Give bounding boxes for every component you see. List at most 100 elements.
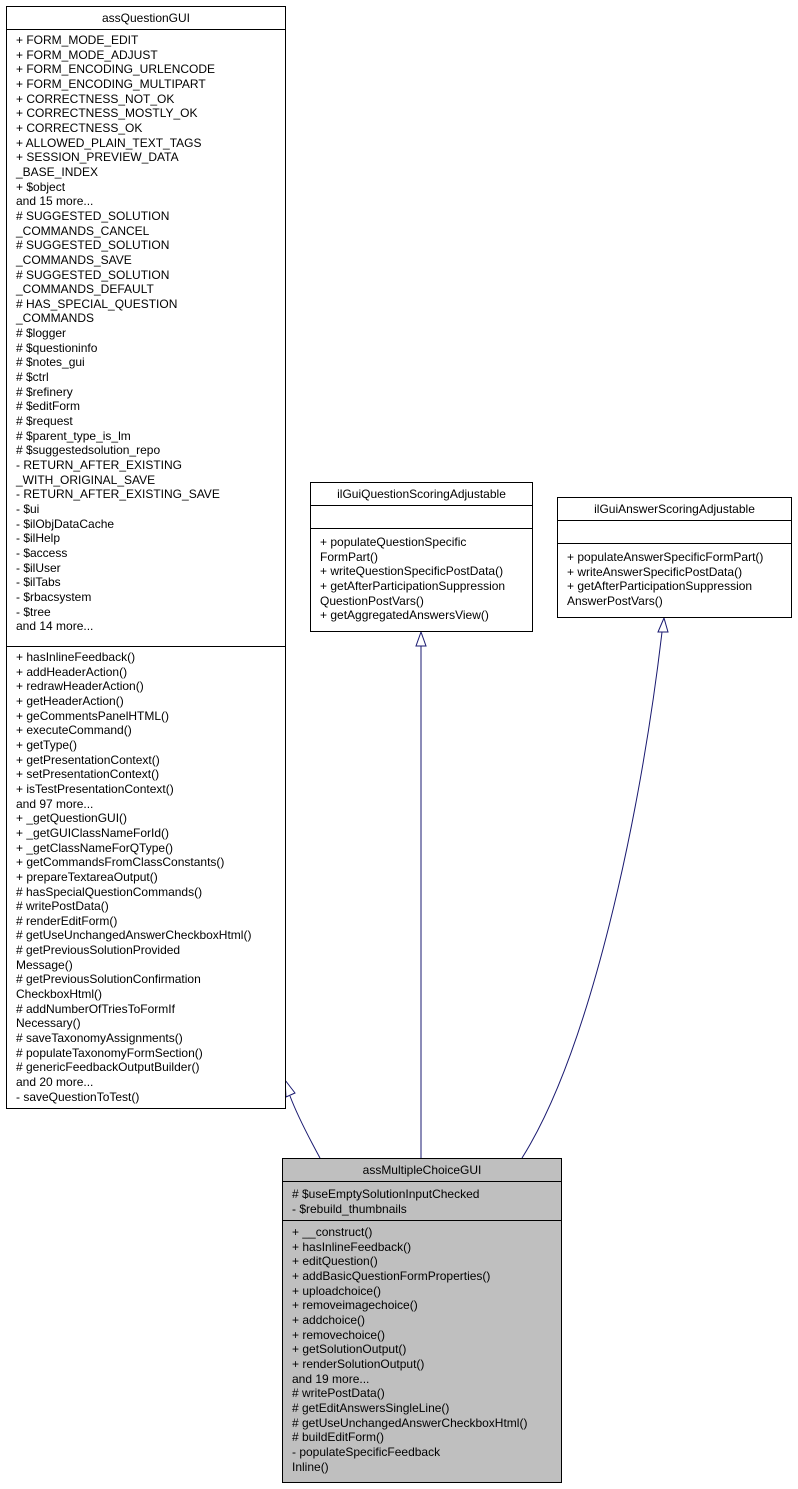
methods-section: + hasInlineFeedback() + addHeaderAction(… [7, 647, 285, 1107]
member: + addBasicQuestionFormProperties() [292, 1268, 491, 1283]
member: Inline() [292, 1459, 329, 1474]
member: + hasInlineFeedback() [16, 650, 136, 664]
attributes-section [311, 506, 532, 529]
member: - $ilObjDataCache [16, 516, 115, 531]
member: + CORRECTNESS_MOSTLY_OK [16, 106, 198, 121]
arrowhead-ilguiquestionscoringadjustable [415, 630, 427, 647]
member: # $notes_gui [16, 355, 85, 370]
member: + prepareTextareaOutput() [16, 869, 158, 884]
member: - $access [16, 545, 68, 560]
member: CheckboxHtml() [16, 987, 103, 1002]
class-title: ilGuiQuestionScoringAdjustable [311, 483, 532, 506]
member: - populateSpecificFeedback [292, 1444, 441, 1459]
member: + $object [16, 179, 66, 194]
member: # SUGGESTED_SOLUTION [16, 208, 170, 223]
member: # $request [16, 414, 73, 429]
member: + getCommandsFromClassConstants() [16, 855, 225, 870]
class-ilguiquestionscoringadjustable[interactable]: ilGuiQuestionScoringAdjustable + populat… [310, 482, 533, 632]
member: + _getClassNameForQType() [16, 840, 174, 855]
attributes-section [558, 521, 791, 544]
member: - $rbacsystem [16, 589, 92, 604]
member: + _getQuestionGUI() [16, 811, 128, 826]
member: _BASE_INDEX [16, 164, 99, 179]
class-title: assQuestionGUI [7, 7, 285, 30]
member: # $logger [16, 326, 67, 341]
member: _COMMANDS [16, 311, 95, 326]
member: Message() [16, 957, 73, 972]
member: # populateTaxonomyFormSection() [16, 1045, 203, 1060]
member: # SUGGESTED_SOLUTION [16, 267, 170, 282]
methods-section: + populateQuestionSpecific FormPart() + … [311, 529, 532, 626]
member: # $suggestedsolution_repo [16, 443, 161, 458]
member: # genericFeedbackOutputBuilder() [16, 1060, 200, 1075]
class-title: ilGuiAnswerScoringAdjustable [558, 498, 791, 521]
member: FormPart() [320, 549, 378, 564]
member: + FORM_ENCODING_MULTIPART [16, 76, 206, 91]
member: - RETURN_AFTER_EXISTING_SAVE [16, 487, 220, 502]
member: + __construct() [292, 1225, 373, 1239]
member: + ALLOWED_PLAIN_TEXT_TAGS [16, 135, 202, 150]
member: # SUGGESTED_SOLUTION [16, 238, 170, 253]
member: - $tree [16, 604, 51, 619]
member: # getPreviousSolutionProvided [16, 943, 181, 958]
member: # buildEditForm() [292, 1430, 385, 1445]
class-title: assMultipleChoiceGUI [283, 1159, 561, 1182]
member: AnswerPostVars() [567, 593, 663, 608]
member: # $ctrl [16, 370, 49, 385]
member: _COMMANDS_SAVE [16, 252, 132, 267]
member: # HAS_SPECIAL_QUESTION [16, 296, 178, 311]
member: QuestionPostVars() [320, 593, 424, 608]
more-link[interactable]: and 20 more... [16, 1075, 94, 1090]
member: + CORRECTNESS_OK [16, 120, 143, 135]
member: # addNumberOfTriesToFormIf [16, 1001, 175, 1016]
class-assmultiplechoicegui[interactable]: assMultipleChoiceGUI # $useEmptySolution… [282, 1158, 562, 1483]
member: + isTestPresentationContext() [16, 781, 174, 796]
member: + getHeaderAction() [16, 693, 124, 708]
member: + populateQuestionSpecific [320, 535, 467, 549]
class-ilguianswerscoringadjustable[interactable]: ilGuiAnswerScoringAdjustable + populateA… [557, 497, 792, 618]
member: + getPresentationContext() [16, 752, 160, 767]
methods-section: + populateAnswerSpecificFormPart() + wri… [558, 544, 791, 612]
member: + getAggregatedAnswersView() [320, 608, 489, 623]
edge-to-ilguianswerscoringadjustable [521, 631, 663, 1159]
member: Necessary() [16, 1016, 81, 1031]
attributes-section: # $useEmptySolutionInputChecked - $rebui… [283, 1182, 561, 1221]
member: + executeCommand() [16, 723, 132, 738]
member: + uploadchoice() [292, 1283, 382, 1298]
member: + removeimagechoice() [292, 1298, 418, 1313]
member: + _getGUIClassNameForId() [16, 825, 170, 840]
member: + CORRECTNESS_NOT_OK [16, 91, 175, 106]
class-assquestiongui[interactable]: assQuestionGUI + FORM_MODE_EDIT + FORM_M… [6, 6, 286, 1109]
member: - $rebuild_thumbnails [292, 1201, 407, 1216]
member: # renderEditForm() [16, 913, 118, 928]
member: - $ilUser [16, 560, 61, 575]
member: # $questioninfo [16, 340, 98, 355]
member: + removechoice() [292, 1327, 386, 1342]
member: - $ui [16, 502, 40, 516]
member: + getAfterParticipationSuppression [567, 579, 753, 594]
member: # getPreviousSolutionConfirmation [16, 972, 201, 987]
member: + setPresentationContext() [16, 767, 160, 782]
member: # getEditAnswersSingleLine() [292, 1400, 450, 1415]
more-link[interactable]: and 14 more... [16, 619, 94, 634]
member: - $ilHelp [16, 531, 61, 546]
arrowhead-assquestiongui [284, 1078, 296, 1098]
member: # $editForm [16, 399, 81, 414]
member: + populateAnswerSpecificFormPart() [567, 550, 764, 564]
member: - RETURN_AFTER_EXISTING [16, 458, 183, 473]
more-link[interactable]: and 97 more... [16, 796, 94, 811]
member: # $refinery [16, 384, 73, 399]
member: + hasInlineFeedback() [292, 1239, 412, 1254]
member: + addHeaderAction() [16, 664, 128, 679]
more-link[interactable]: and 15 more... [16, 194, 94, 209]
more-link[interactable]: and 19 more... [292, 1371, 370, 1386]
arrowhead-ilguianswerscoringadjustable [657, 616, 669, 633]
member: # writePostData() [292, 1386, 385, 1401]
member: + getType() [16, 737, 78, 752]
member: + writeQuestionSpecificPostData() [320, 564, 504, 579]
member: # hasSpecialQuestionCommands() [16, 884, 203, 899]
member: + FORM_ENCODING_URLENCODE [16, 62, 216, 77]
member: + FORM_MODE_EDIT [16, 33, 139, 47]
member: + SESSION_PREVIEW_DATA [16, 150, 179, 165]
member: + redrawHeaderAction() [16, 679, 144, 694]
